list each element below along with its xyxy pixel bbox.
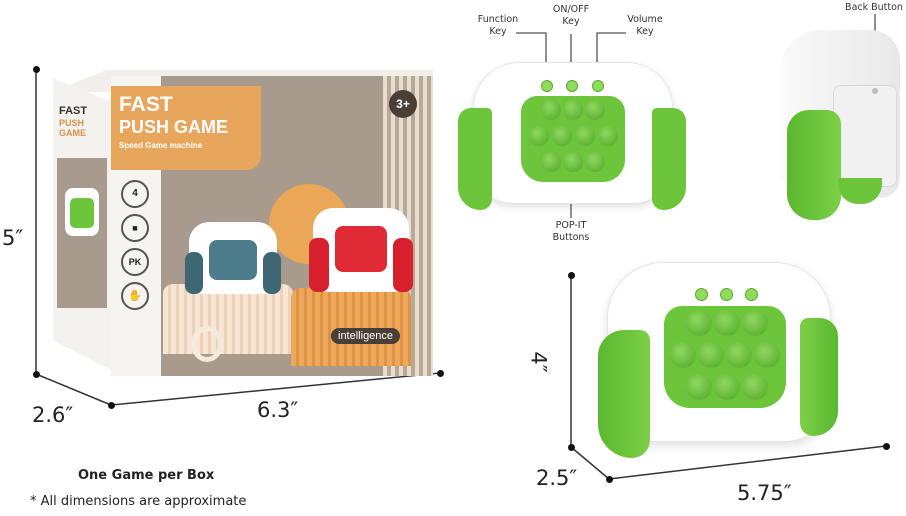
pedestal-right: intelligence [291, 288, 411, 366]
popit-button[interactable] [541, 152, 561, 172]
popit-button[interactable] [714, 310, 740, 336]
brand-header: FAST PUSH GAME Speed Game machine [111, 86, 261, 170]
dimension-point [568, 272, 575, 279]
pk-icon: PK [121, 248, 149, 276]
popit-button[interactable] [670, 342, 696, 368]
onoff-key[interactable] [566, 80, 578, 92]
side-grip [787, 110, 841, 220]
dimension-point [606, 476, 613, 483]
hand-icon: ✋ [121, 282, 149, 310]
right-grip [652, 108, 686, 210]
side-brand-line2: PUSH GAME [59, 118, 86, 138]
popit-button[interactable] [698, 342, 724, 368]
popit-button[interactable] [754, 342, 780, 368]
popit-button[interactable] [726, 342, 752, 368]
controller-depth-label: 2.5″ [536, 466, 578, 490]
puzzle-icon: ■ [121, 214, 149, 242]
angle-left-grip [598, 330, 650, 458]
popit-button[interactable] [686, 310, 712, 336]
side-panel [57, 158, 107, 308]
popit-button[interactable] [714, 374, 740, 400]
age-badge: 3+ [389, 90, 417, 118]
volume-key[interactable] [592, 80, 604, 92]
side-brand-line1: FAST [59, 105, 88, 117]
intelligence-label: intelligence [331, 328, 401, 344]
dimension-point [568, 444, 575, 451]
age-4-icon: 4 [121, 180, 149, 208]
dimension-point [437, 370, 444, 377]
brand-subtitle: Speed Game machine [119, 141, 203, 150]
box-depth-label: 2.6″ [32, 403, 74, 427]
dimension-point [108, 402, 115, 409]
popit-button[interactable] [686, 374, 712, 400]
popit-button[interactable] [575, 126, 595, 146]
function-key[interactable] [541, 80, 553, 92]
pedestal-left [163, 284, 293, 354]
popit-button[interactable] [541, 100, 561, 120]
popit-button[interactable] [563, 100, 583, 120]
angle-right-grip [800, 318, 838, 436]
dimension-point [33, 371, 40, 378]
red-controller [309, 208, 413, 292]
angle-popit-pad [664, 306, 786, 408]
back-cover [833, 85, 897, 187]
popit-button[interactable] [742, 374, 768, 400]
box-width-label: 6.3″ [257, 398, 299, 422]
angle-function-key[interactable] [695, 288, 708, 301]
popit-pad [521, 96, 625, 182]
popit-button[interactable] [552, 126, 572, 146]
dimension-point [883, 443, 890, 450]
one-game-per-box: One Game per Box [78, 468, 215, 483]
left-grip [458, 108, 492, 210]
disclaimer: * All dimensions are approximate [30, 494, 247, 509]
blue-controller [185, 222, 281, 294]
back-button-label: Back Button [845, 2, 903, 13]
angle-volume-key[interactable] [745, 288, 758, 301]
ring-toy [191, 326, 223, 362]
popit-button[interactable] [529, 126, 549, 146]
box-front-face: FAST PUSH GAME Speed Game machine 3+ 4 ■… [111, 76, 433, 376]
popit-button[interactable] [585, 152, 605, 172]
popit-button[interactable] [742, 310, 768, 336]
brand-line1: FAST [119, 93, 173, 116]
box-side-face: FAST PUSH GAME [53, 78, 111, 370]
popit-button[interactable] [598, 126, 618, 146]
popit-button[interactable] [585, 100, 605, 120]
brand-line2: PUSH GAME [119, 117, 229, 137]
angle-onoff-key[interactable] [720, 288, 733, 301]
dimension-point [33, 66, 40, 73]
controller-height-label: 4″ [526, 351, 551, 373]
box-height-label: 5″ [2, 226, 24, 250]
controller-width-label: 5.75″ [737, 481, 792, 505]
back-button[interactable] [872, 88, 878, 94]
popit-button[interactable] [563, 152, 583, 172]
side-controller-image [65, 188, 99, 236]
